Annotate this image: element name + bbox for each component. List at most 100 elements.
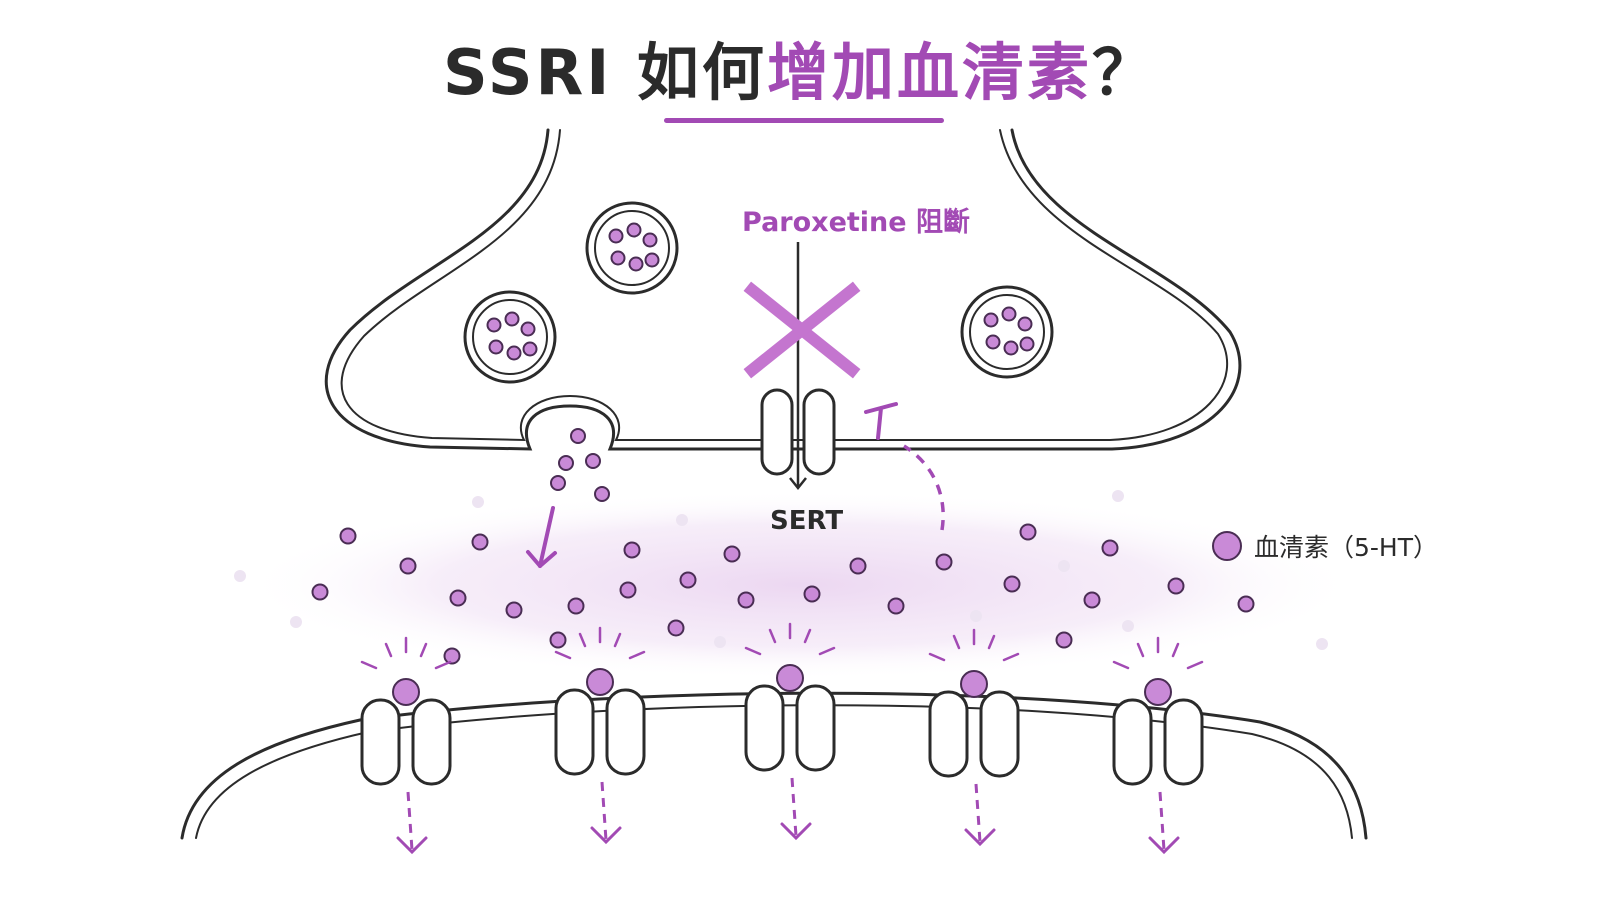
serotonin-molecule [311, 583, 329, 601]
signal-ray [928, 652, 946, 662]
block-cross-icon [743, 281, 861, 379]
legend: 血清素（5-HT） [1212, 528, 1438, 564]
serotonin-molecule [1017, 316, 1033, 332]
receptor [928, 628, 1020, 847]
sert-arrow-head [789, 477, 807, 491]
signal-ray [1171, 642, 1180, 658]
serotonin-molecule [887, 597, 905, 615]
serotonin-molecule [1019, 523, 1037, 541]
serotonin-molecule [623, 541, 641, 559]
vesicle [960, 285, 1054, 379]
receptor [744, 622, 836, 841]
signal-ray [628, 650, 646, 660]
serotonin-molecule [642, 232, 658, 248]
serotonin-molecule [549, 631, 567, 649]
serotonin-molecule [776, 664, 804, 692]
signal-ray [768, 628, 777, 644]
synaptic-cleft-haze [240, 490, 1360, 680]
serotonin-molecule [1019, 336, 1035, 352]
serotonin-molecule [1144, 678, 1172, 706]
serotonin-molecule [679, 571, 697, 589]
serotonin-molecule [1055, 631, 1073, 649]
serotonin-molecule [504, 311, 520, 327]
signal-arrow-icon [1148, 791, 1180, 855]
serotonin-molecule [803, 585, 821, 603]
signal-ray [1112, 660, 1130, 670]
serotonin-molecule [610, 250, 626, 266]
title-accent: 增加血清素 [766, 36, 1092, 109]
serotonin-molecule [567, 597, 585, 615]
signal-arrow-icon [780, 777, 812, 841]
serotonin-molecule [1083, 591, 1101, 609]
serotonin-molecule [339, 527, 357, 545]
receptor [1112, 636, 1204, 855]
serotonin-molecule [522, 341, 538, 357]
title-prefix: SSRI 如何 [443, 36, 767, 109]
signal-ray [1136, 642, 1145, 658]
serotonin-molecule [585, 453, 601, 469]
signal-ray [1186, 660, 1204, 670]
signal-arrow-icon [964, 783, 996, 847]
background-particle [1058, 560, 1070, 572]
serotonin-molecule [985, 334, 1001, 350]
signal-ray [613, 632, 622, 648]
background-particle [1316, 638, 1328, 650]
serotonin-release [550, 428, 610, 502]
vesicle [463, 290, 557, 384]
background-particles [234, 490, 1328, 650]
release-arrow-head [526, 550, 557, 568]
serotonin-molecule [586, 668, 614, 696]
serotonin-molecule [594, 486, 610, 502]
serotonin-molecule [935, 553, 953, 571]
signal-ray [554, 650, 572, 660]
signal-ray [987, 634, 996, 650]
vesicle [585, 201, 679, 295]
serotonin-molecule [392, 678, 420, 706]
serotonin-molecule [1167, 577, 1185, 595]
signal-ray [578, 632, 587, 648]
receptor-group [360, 622, 1204, 855]
signal-arrow-icon [590, 781, 622, 845]
serotonin-molecule [443, 647, 461, 665]
signal-ray [803, 628, 812, 644]
serotonin-molecule [558, 455, 574, 471]
serotonin-molecule [723, 545, 741, 563]
serotonin-molecule [1003, 340, 1019, 356]
serotonin-molecule [626, 222, 642, 238]
title-underline [664, 118, 944, 123]
presynaptic-terminal [324, 128, 1242, 451]
signal-ray [744, 646, 762, 656]
serotonin-molecule [608, 228, 624, 244]
sert-transporter [760, 388, 836, 476]
reuptake-block-bar [864, 402, 898, 440]
serotonin-molecule [399, 557, 417, 575]
background-particle [290, 616, 302, 628]
receptor [554, 626, 646, 845]
serotonin-molecule [737, 591, 755, 609]
serotonin-molecule [488, 339, 504, 355]
background-particle [676, 514, 688, 526]
background-particle [714, 636, 726, 648]
legend-serotonin-dot [1212, 531, 1242, 561]
serotonin-molecule [520, 321, 536, 337]
signal-arrow-icon [396, 791, 428, 855]
serotonin-molecule [849, 557, 867, 575]
serotonin-molecule [505, 601, 523, 619]
serotonin-molecule [570, 428, 586, 444]
legend-label: 血清素（5-HT） [1254, 533, 1438, 562]
signal-ray [384, 642, 393, 658]
signal-ray [360, 660, 378, 670]
serotonin-molecule [471, 533, 489, 551]
background-particle [970, 610, 982, 622]
serotonin-molecule [486, 317, 502, 333]
signal-ray [419, 642, 428, 658]
serotonin-in-cleft [311, 523, 1255, 665]
serotonin-molecule [1237, 595, 1255, 613]
signal-ray [818, 646, 836, 656]
page-title: SSRI 如何增加血清素？ [0, 22, 1600, 112]
background-particle [1112, 490, 1124, 502]
sert-label: SERT [770, 506, 844, 536]
serotonin-molecule [1003, 575, 1021, 593]
serotonin-molecule [628, 256, 644, 272]
